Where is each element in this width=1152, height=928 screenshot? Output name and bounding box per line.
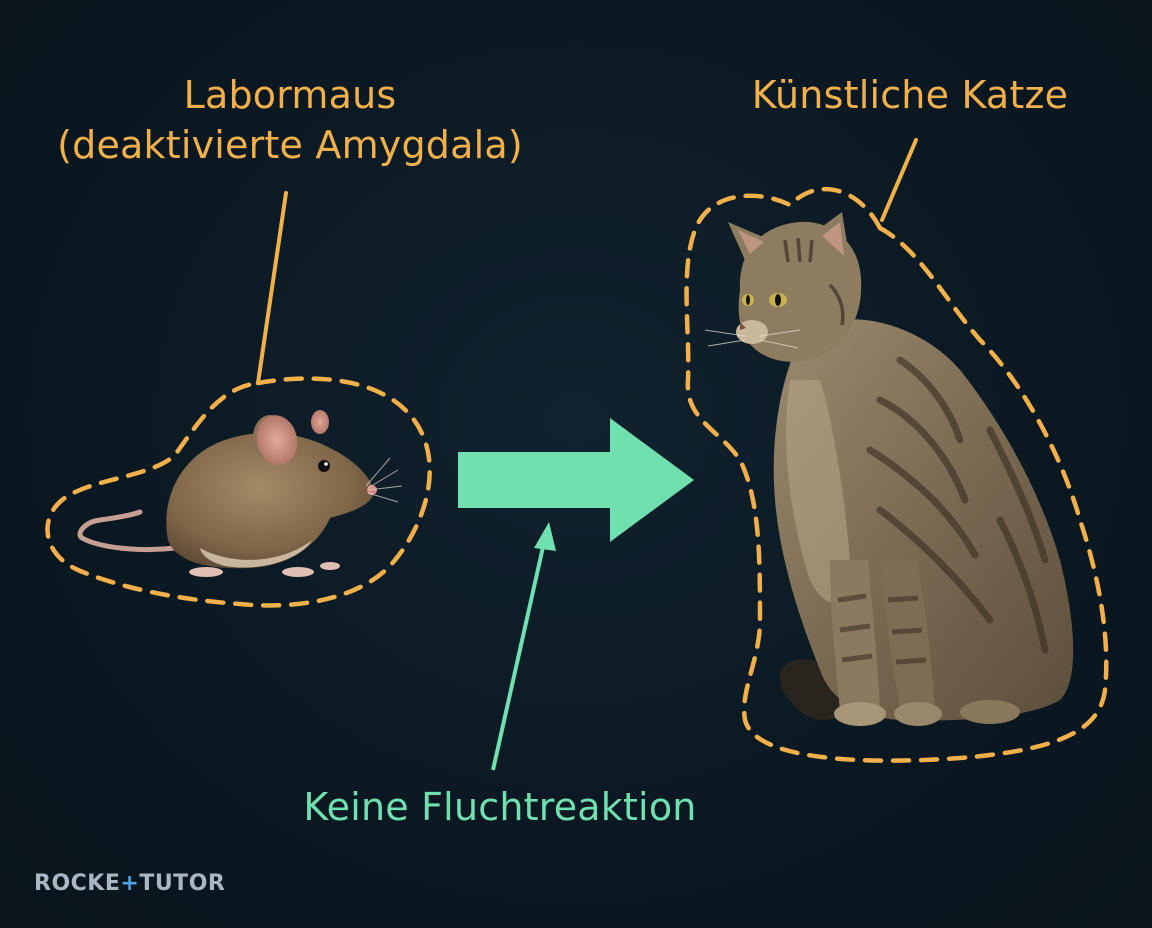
cat-leader-line	[880, 138, 918, 222]
no-flight-label-text: Keine Fluchtreaktion	[303, 785, 697, 829]
mouse-icon	[77, 410, 403, 577]
mouse-leader-line	[256, 191, 288, 385]
cat-label-text: Künstliche Katze	[751, 73, 1069, 117]
cat-icon	[704, 212, 1074, 726]
brand-plus: +	[120, 871, 140, 896]
mouse-label-line1: Labormaus	[183, 73, 397, 117]
cat-label: Künstliche Katze	[700, 70, 1120, 120]
mouse-label: Labormaus (deaktivierte Amygdala)	[30, 70, 550, 170]
flight-pointer-line	[491, 522, 556, 771]
right-arrow-icon	[458, 418, 694, 542]
brand-part1: ROCKE	[34, 871, 121, 896]
no-flight-label: Keine Fluchtreaktion	[230, 782, 770, 832]
brand-part2: TUTOR	[139, 871, 226, 896]
mouse-label-line2: (deaktivierte Amygdala)	[57, 123, 523, 167]
cat-dashed-outline	[684, 186, 1109, 763]
brand-logo: ROCKE+TUTOR	[34, 871, 225, 896]
